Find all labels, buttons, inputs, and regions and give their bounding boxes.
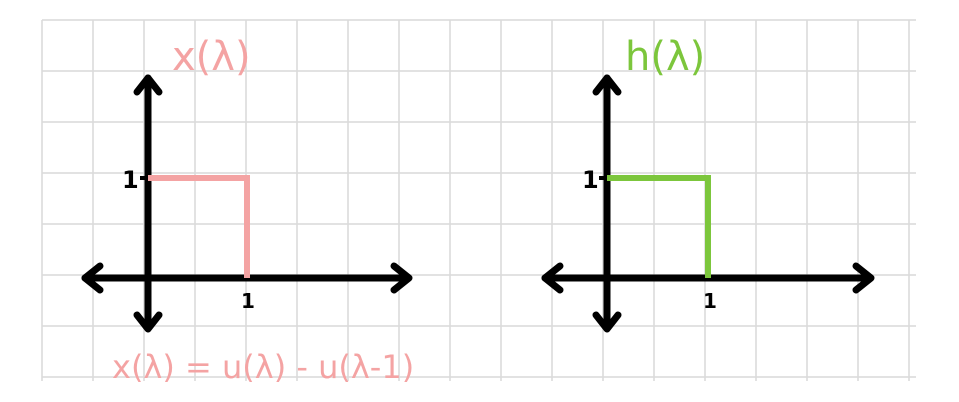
left-plot: x(λ) 1 1 x(λ) = u(λ) - u(λ-1): [81, 34, 414, 386]
right-y-axis-arrow-up: [592, 74, 622, 96]
left-plot-title: x(λ): [172, 34, 251, 80]
left-y-tick-label: 1: [122, 166, 139, 194]
left-y-axis-arrow-down: [133, 311, 163, 333]
right-plot: h(λ) 1 1: [541, 34, 875, 333]
right-y-axis-arrow-down: [592, 311, 622, 333]
right-x-tick-label: 1: [703, 289, 717, 313]
right-x-axis-arrow-left: [541, 262, 564, 294]
right-signal-rect-pulse: [607, 175, 711, 278]
left-x-tick-label: 1: [241, 289, 255, 313]
right-x-axis-arrow-right: [852, 262, 875, 294]
left-x-axis-arrow-right: [390, 262, 413, 294]
left-y-axis-arrow-up: [133, 74, 163, 96]
right-plot-title: h(λ): [625, 34, 705, 80]
left-x-axis-arrow-left: [81, 262, 104, 294]
right-y-tick-label: 1: [582, 166, 599, 194]
left-signal-rect-pulse: [148, 175, 250, 278]
left-equation: x(λ) = u(λ) - u(λ-1): [112, 348, 414, 386]
